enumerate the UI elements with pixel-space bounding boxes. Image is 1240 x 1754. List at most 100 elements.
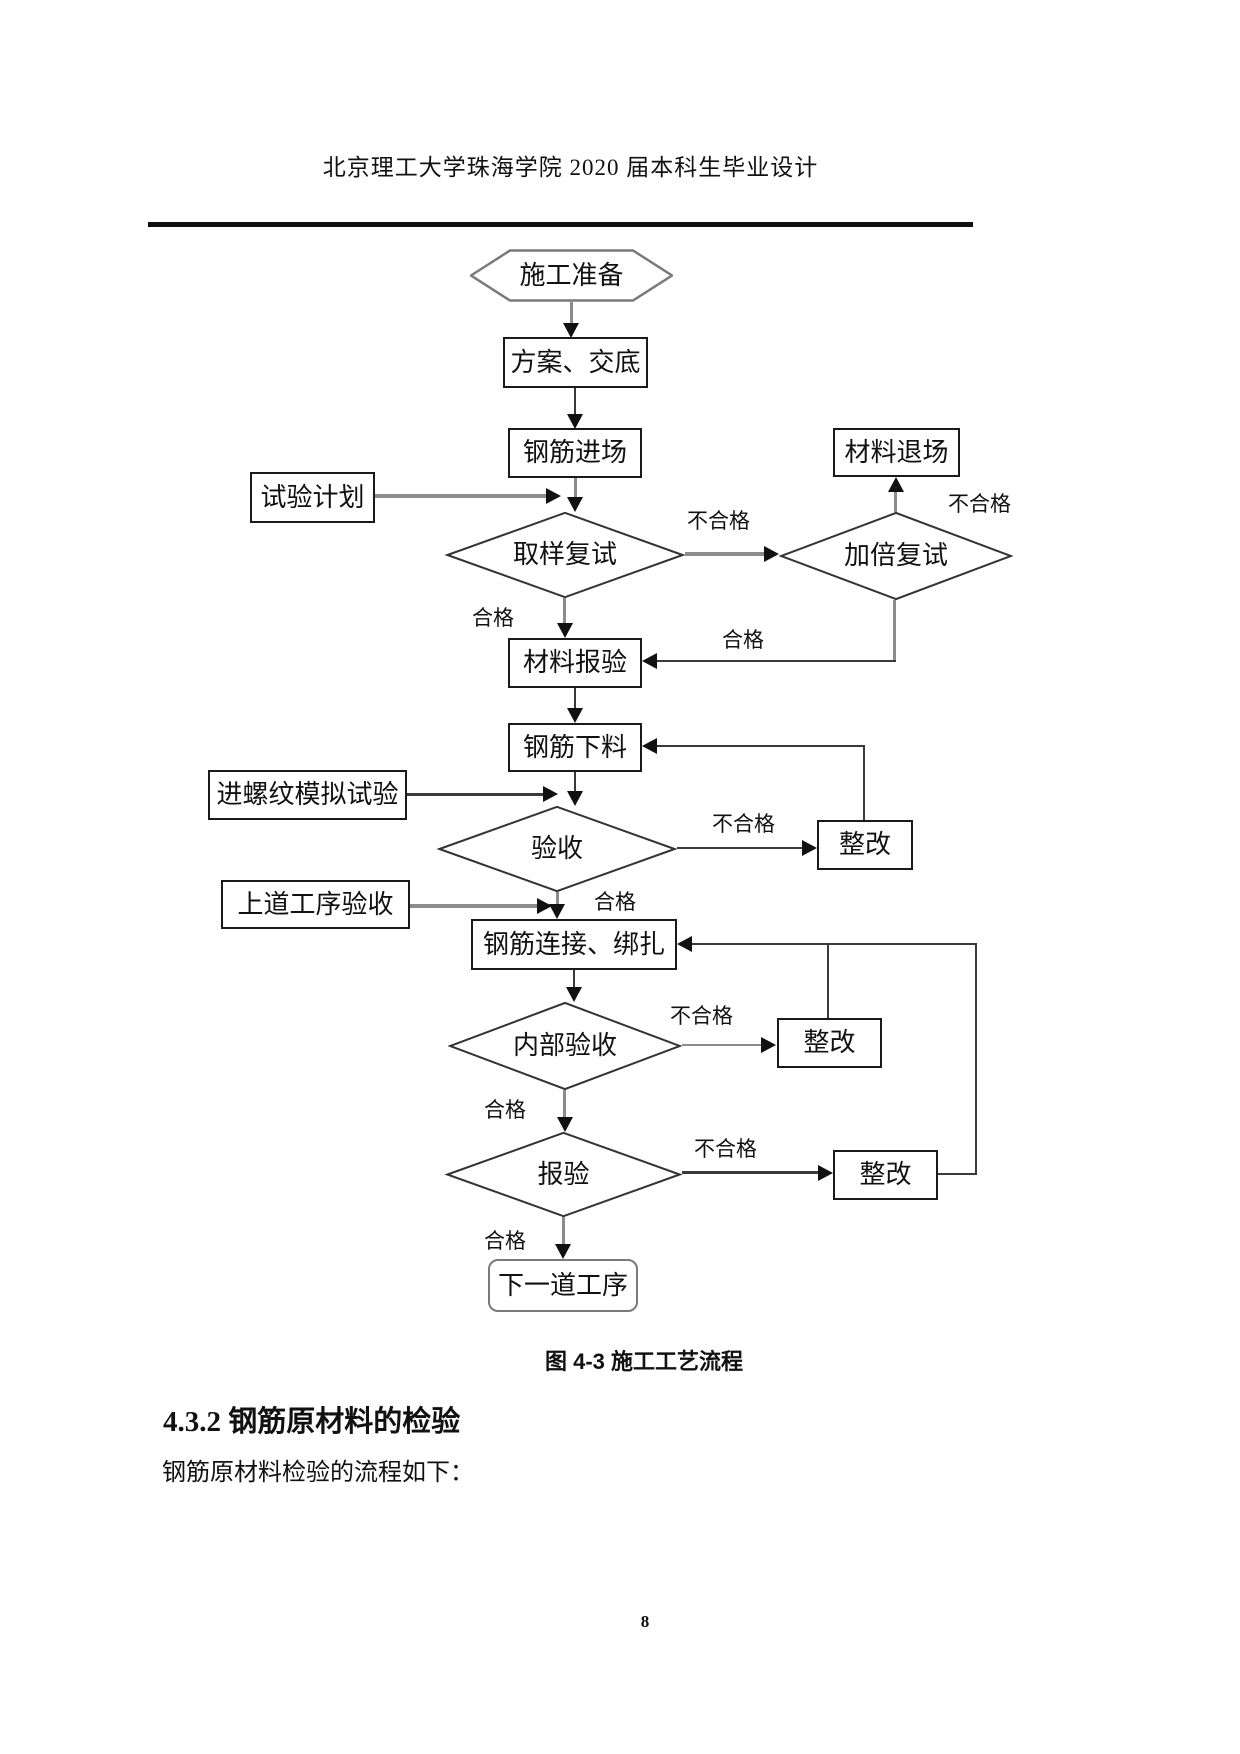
- node-rebar-cutting-label: 钢筋下料: [522, 731, 627, 762]
- node-internal-acceptance: 内部验收: [448, 1002, 682, 1090]
- edge-label-sampling-pass: 合格: [472, 607, 514, 630]
- edge-connect-internal: [573, 970, 575, 988]
- edge-sampling-material-report: [563, 598, 566, 624]
- node-acceptance: 验收: [437, 806, 677, 892]
- figure-caption: 图 4-3 施工工艺流程: [545, 1349, 744, 1374]
- arrowhead-right: [543, 786, 558, 802]
- arrowhead-left: [677, 936, 692, 952]
- hexagon-shape: [470, 249, 673, 302]
- arrowhead-down: [567, 708, 583, 723]
- edge-label-acceptance-pass: 合格: [594, 891, 636, 914]
- edge-rectify3-feedback-h: [938, 1173, 977, 1175]
- arrowhead-right: [546, 488, 561, 504]
- edge-internal-rectify2: [682, 1044, 762, 1046]
- node-rectify-1: 整改: [817, 820, 913, 870]
- edge-label-report-fail: 不合格: [694, 1138, 757, 1161]
- edge-acceptance-connect: [556, 892, 559, 907]
- node-rebar-connect: 钢筋连接、绑扎: [471, 919, 677, 970]
- diamond-shape: [445, 1132, 682, 1217]
- diamond-shape: [448, 1002, 682, 1090]
- node-prev-process-acceptance: 上道工序验收: [221, 880, 410, 929]
- page-header: 北京理工大学珠海学院 2020 届本科生毕业设计: [322, 155, 819, 180]
- node-report-acceptance-label: 报验: [537, 1158, 590, 1189]
- node-test-plan: 试验计划: [250, 472, 375, 523]
- edge-acceptance-rectify1: [677, 847, 804, 849]
- node-rectify-2: 整改: [777, 1018, 882, 1068]
- edge-feedback-h: [691, 943, 977, 945]
- node-material-report: 材料报验: [508, 638, 642, 688]
- page-number: 8: [640, 1612, 650, 1631]
- node-report-acceptance: 报验: [445, 1132, 682, 1217]
- arrowhead-down: [555, 1244, 571, 1259]
- arrowhead-down: [557, 623, 573, 638]
- node-internal-acceptance-label: 内部验收: [512, 1030, 617, 1061]
- node-rectify-2-label: 整改: [803, 1027, 856, 1058]
- edge-label-sampling-fail: 不合格: [687, 510, 750, 533]
- edge-prev-process-connect: [410, 904, 538, 908]
- arrowhead-down: [567, 414, 583, 429]
- node-rectify-3-label: 整改: [859, 1159, 912, 1190]
- node-double-retest: 加倍复试: [779, 512, 1013, 600]
- arrowhead-right: [761, 1037, 776, 1053]
- node-sampling-retest: 取样复试: [445, 512, 685, 598]
- node-rebar-entry-label: 钢筋进场: [522, 437, 627, 468]
- edge-rectify1-feedback-h: [656, 745, 865, 747]
- edge-plan-rebar-entry: [574, 388, 576, 415]
- edge-rectify2-feedback-v: [827, 945, 829, 1018]
- node-thread-sim-test: 进螺纹模拟试验: [208, 770, 407, 820]
- edge-label-internal-fail: 不合格: [670, 1005, 733, 1028]
- arrowhead-left: [642, 653, 657, 669]
- node-next-process-label: 下一道工序: [497, 1269, 628, 1300]
- arrowhead-right: [802, 840, 817, 856]
- edge-rectify1-feedback-v: [863, 746, 865, 820]
- node-plan-label: 方案、交底: [510, 346, 641, 377]
- arrowhead-up: [888, 477, 904, 492]
- header-rule: [148, 222, 973, 227]
- node-sampling-retest-label: 取样复试: [512, 539, 617, 570]
- diamond-shape: [437, 806, 677, 892]
- node-rectify-1-label: 整改: [838, 829, 891, 860]
- arrowhead-down: [567, 497, 583, 512]
- arrowhead-down: [563, 323, 579, 338]
- edge-cutting-acceptance: [574, 772, 576, 792]
- node-double-retest-label: 加倍复试: [843, 540, 948, 571]
- arrowhead-right: [764, 546, 779, 562]
- edge-report-next: [562, 1217, 565, 1245]
- edge-sampling-double: [685, 552, 766, 556]
- node-prep: 施工准备: [470, 249, 673, 302]
- diamond-shape: [779, 512, 1013, 600]
- edge-rebar-entry-sampling: [574, 478, 577, 498]
- arrowhead-down: [557, 1117, 573, 1132]
- edge-double-material-exit: [894, 489, 897, 512]
- edge-label-report-pass: 合格: [484, 1230, 526, 1253]
- node-material-exit: 材料退场: [833, 428, 960, 477]
- node-rebar-cutting: 钢筋下料: [508, 723, 642, 772]
- node-rectify-3: 整改: [833, 1150, 938, 1200]
- edge-prep-plan: [570, 302, 573, 325]
- node-material-report-label: 材料报验: [522, 647, 627, 678]
- section-heading: 4.3.2 钢筋原材料的检验: [163, 1406, 461, 1438]
- edge-double-pass-v: [893, 600, 896, 662]
- edge-label-double-fail: 不合格: [948, 493, 1011, 516]
- node-prep-label: 施工准备: [519, 259, 624, 290]
- node-next-process: 下一道工序: [488, 1259, 638, 1312]
- body-text: 钢筋原材料检验的流程如下：: [162, 1460, 474, 1486]
- edge-label-internal-pass: 合格: [484, 1099, 526, 1122]
- node-rebar-entry: 钢筋进场: [508, 428, 642, 478]
- node-thread-sim-test-label: 进螺纹模拟试验: [216, 779, 399, 810]
- edge-feedback-right-v: [975, 943, 977, 1175]
- edge-label-double-pass: 合格: [722, 629, 764, 652]
- node-rebar-connect-label: 钢筋连接、绑扎: [482, 928, 665, 959]
- node-material-exit-label: 材料退场: [844, 436, 949, 467]
- edge-test-plan-sampling: [375, 494, 555, 498]
- diamond-shape: [445, 512, 685, 598]
- edge-report-rectify3: [682, 1171, 820, 1174]
- arrowhead-left: [642, 738, 657, 754]
- arrowhead-down: [566, 987, 582, 1002]
- arrowhead-right: [818, 1165, 833, 1181]
- node-acceptance-label: 验收: [530, 833, 583, 864]
- node-test-plan-label: 试验计划: [260, 481, 365, 512]
- edge-internal-report: [563, 1090, 566, 1118]
- arrowhead-right: [537, 898, 552, 914]
